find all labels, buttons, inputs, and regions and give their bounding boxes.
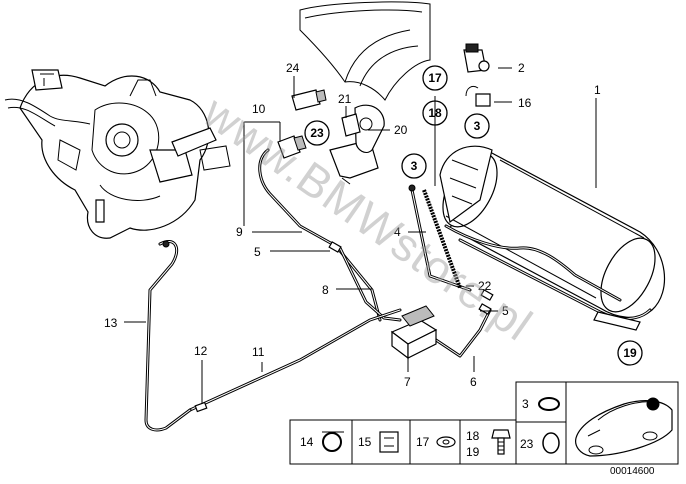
callout-3b-circle [401, 153, 427, 179]
callout-16: 16 [518, 96, 532, 110]
callout-5b: 5 [502, 304, 509, 318]
engine-assembly-illustration [4, 69, 231, 239]
callout-23: 23 [310, 126, 324, 140]
callout-17-circle [422, 65, 448, 91]
part-2-valve-illustration [463, 43, 490, 73]
callout-18: 18 [428, 106, 442, 120]
seal-ring-icon [538, 397, 560, 411]
hex-bolt-icon [491, 429, 511, 455]
gas-pipes-illustration [144, 148, 492, 432]
callout-5a: 5 [254, 245, 261, 259]
part-4-hose-illustration [408, 184, 472, 292]
legend-box-3-23 [515, 381, 567, 465]
callout-3a-circle [464, 113, 490, 139]
callout-1: 1 [594, 83, 601, 97]
callout-10: 10 [252, 102, 266, 116]
clip-icon [379, 431, 399, 453]
legend-label-14: 14 [300, 435, 314, 449]
callout-8: 8 [322, 283, 329, 297]
callout-20: 20 [394, 123, 408, 137]
callout-labels: 1 2 16 24 10 21 20 9 5 4 8 22 5 13 12 11… [104, 61, 601, 389]
image-number: 00014600 [610, 466, 655, 477]
legend-label-17: 17 [416, 435, 430, 449]
callout-3b: 3 [411, 159, 418, 173]
part-22-rod-illustration [422, 189, 462, 289]
callout-17: 17 [428, 71, 442, 85]
legend-label-23: 23 [520, 437, 534, 451]
legend-label-19: 19 [466, 445, 480, 459]
legend-label-15: 15 [358, 435, 372, 449]
part-7-valve-box-illustration [390, 305, 438, 360]
callout-24: 24 [286, 61, 300, 75]
gas-cylinder-illustration [439, 145, 665, 331]
legend-label-18: 18 [466, 429, 480, 443]
car-location-icon [575, 397, 673, 457]
part-10-fitting-illustration [277, 135, 307, 159]
callout-2: 2 [518, 61, 525, 75]
callout-21: 21 [338, 92, 352, 106]
o-ring-icon [542, 432, 560, 454]
callout-11: 11 [252, 345, 265, 359]
callout-12: 12 [194, 344, 208, 358]
body-panel-illustration [299, 1, 431, 101]
callout-7: 7 [404, 375, 411, 389]
part-20-bracket-illustration [329, 104, 385, 185]
circled-callouts: 17 18 3 3 23 19 [304, 65, 643, 366]
small-fittings-illustration [162, 240, 494, 413]
part-16-sensor-illustration [465, 85, 491, 107]
part-24-fitting-illustration [291, 89, 327, 111]
part-21-clamp-illustration [341, 113, 361, 137]
callout-23-circle [304, 120, 330, 146]
callout-18-circle [422, 100, 448, 126]
callout-19: 19 [623, 346, 637, 360]
parts-legend: 14 15 17 18 19 3 [289, 381, 679, 477]
callout-9: 9 [236, 225, 243, 239]
callout-3a: 3 [474, 119, 481, 133]
callout-4: 4 [394, 225, 401, 239]
washer-icon [436, 436, 456, 448]
legend-label-3: 3 [522, 397, 529, 411]
callout-22: 22 [478, 279, 492, 293]
callout-6: 6 [470, 375, 477, 389]
legend-box-vehicle [565, 381, 679, 465]
callout-19-circle [617, 340, 643, 366]
callout-13: 13 [104, 316, 118, 330]
leader-lines [124, 67, 597, 404]
hose-clamp-icon [322, 431, 344, 452]
